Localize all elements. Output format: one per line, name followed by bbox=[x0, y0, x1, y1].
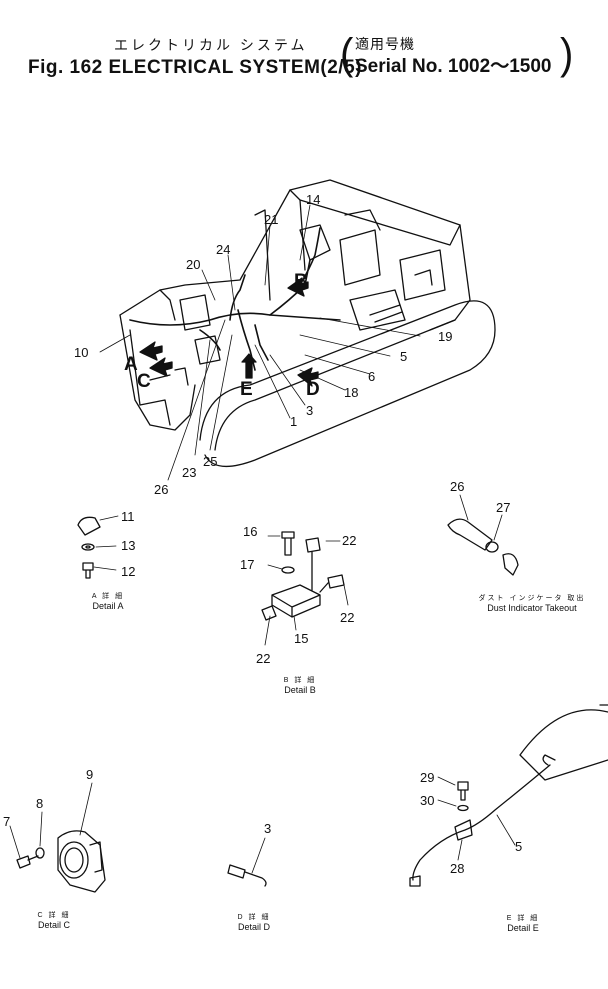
callout-26: 26 bbox=[154, 482, 169, 497]
detail-d-drawing bbox=[227, 837, 267, 887]
part-29: 29 bbox=[420, 770, 435, 785]
callout-1: 1 bbox=[290, 414, 298, 429]
view-arrows bbox=[139, 277, 319, 387]
callout-21: 21 bbox=[264, 212, 279, 227]
detail-b-caption: B 詳 細 Detail B bbox=[260, 677, 340, 695]
view-label-b: B bbox=[294, 271, 308, 292]
detail-c-caption-jp: C 詳 細 bbox=[37, 912, 71, 919]
detail-d-caption-jp: D 詳 細 bbox=[237, 914, 271, 921]
detail-a-caption: A 詳 細 Detail A bbox=[68, 593, 148, 611]
detail-d-caption-en: Detail D bbox=[237, 922, 270, 932]
callout-5: 5 bbox=[400, 349, 408, 364]
detail-c-caption-en: Detail C bbox=[37, 920, 70, 930]
part-9: 9 bbox=[86, 767, 94, 782]
detail-b-caption-en: Detail B bbox=[284, 685, 316, 695]
paren-open: ( bbox=[340, 29, 354, 79]
detail-e-drawing bbox=[409, 704, 608, 887]
title-japanese: エレクトリカル システム bbox=[114, 37, 308, 53]
dust-indicator-caption-jp: ダスト インジケータ 取出 bbox=[478, 595, 586, 602]
wiring-harness bbox=[129, 227, 341, 371]
callout-10: 10 bbox=[74, 345, 89, 360]
part-22-bottom: 22 bbox=[256, 651, 271, 666]
part-15: 15 bbox=[294, 631, 309, 646]
callout-24: 24 bbox=[216, 242, 231, 257]
part-22-top: 22 bbox=[342, 533, 357, 548]
view-label-d: D bbox=[306, 379, 320, 400]
crawler-track bbox=[199, 300, 496, 467]
view-label-a: A bbox=[124, 354, 138, 375]
serial-japanese: 適用号機 bbox=[355, 36, 415, 52]
callout-23: 23 bbox=[182, 465, 197, 480]
callout-6: 6 bbox=[368, 369, 376, 384]
part-3-detail-d: 3 bbox=[264, 821, 272, 836]
part-7: 7 bbox=[3, 814, 11, 829]
callout-18: 18 bbox=[344, 385, 359, 400]
part-22-right: 22 bbox=[340, 610, 355, 625]
part-30: 30 bbox=[420, 793, 435, 808]
part-17: 17 bbox=[240, 557, 255, 572]
detail-d-caption: D 詳 細 Detail D bbox=[214, 914, 294, 932]
detail-a-drawing bbox=[77, 515, 119, 579]
dust-indicator-caption: ダスト インジケータ 取出 Dust Indicator Takeout bbox=[467, 595, 597, 613]
leader-lines bbox=[99, 204, 421, 481]
callout-25: 25 bbox=[203, 454, 218, 469]
detail-b-drawing bbox=[261, 531, 349, 646]
detail-c-drawing bbox=[9, 782, 106, 893]
figure-title: Fig. 162 ELECTRICAL SYSTEM(2/5) bbox=[28, 57, 362, 78]
detail-e-caption: E 詳 細 Detail E bbox=[483, 915, 563, 933]
paren-close: ) bbox=[560, 29, 574, 79]
part-5-detail-e: 5 bbox=[515, 839, 523, 854]
part-12: 12 bbox=[121, 564, 136, 579]
detail-a-caption-jp: A 詳 細 bbox=[91, 593, 125, 600]
detail-e-caption-jp: E 詳 細 bbox=[506, 915, 540, 922]
part-8: 8 bbox=[36, 796, 44, 811]
detail-b-caption-jp: B 詳 細 bbox=[283, 677, 317, 684]
detail-e-caption-en: Detail E bbox=[507, 923, 539, 933]
part-11: 11 bbox=[121, 509, 135, 524]
callout-3: 3 bbox=[306, 403, 314, 418]
serial-number-range: Serial No. 1002～1500 bbox=[355, 56, 552, 77]
view-label-c: C bbox=[137, 371, 151, 392]
part-26-dust: 26 bbox=[450, 479, 465, 494]
part-16: 16 bbox=[243, 524, 258, 539]
dust-indicator-drawing bbox=[447, 494, 519, 576]
part-28: 28 bbox=[450, 861, 465, 876]
detail-a-caption-en: Detail A bbox=[92, 601, 124, 611]
view-label-e: E bbox=[240, 379, 253, 400]
callout-14: 14 bbox=[306, 192, 321, 207]
detail-c-caption: C 詳 細 Detail C bbox=[14, 912, 94, 930]
part-13: 13 bbox=[121, 538, 136, 553]
machine-body bbox=[119, 179, 471, 431]
callout-19: 19 bbox=[438, 329, 453, 344]
callout-20: 20 bbox=[186, 257, 201, 272]
dust-indicator-caption-en: Dust Indicator Takeout bbox=[487, 603, 577, 613]
part-27: 27 bbox=[496, 500, 511, 515]
